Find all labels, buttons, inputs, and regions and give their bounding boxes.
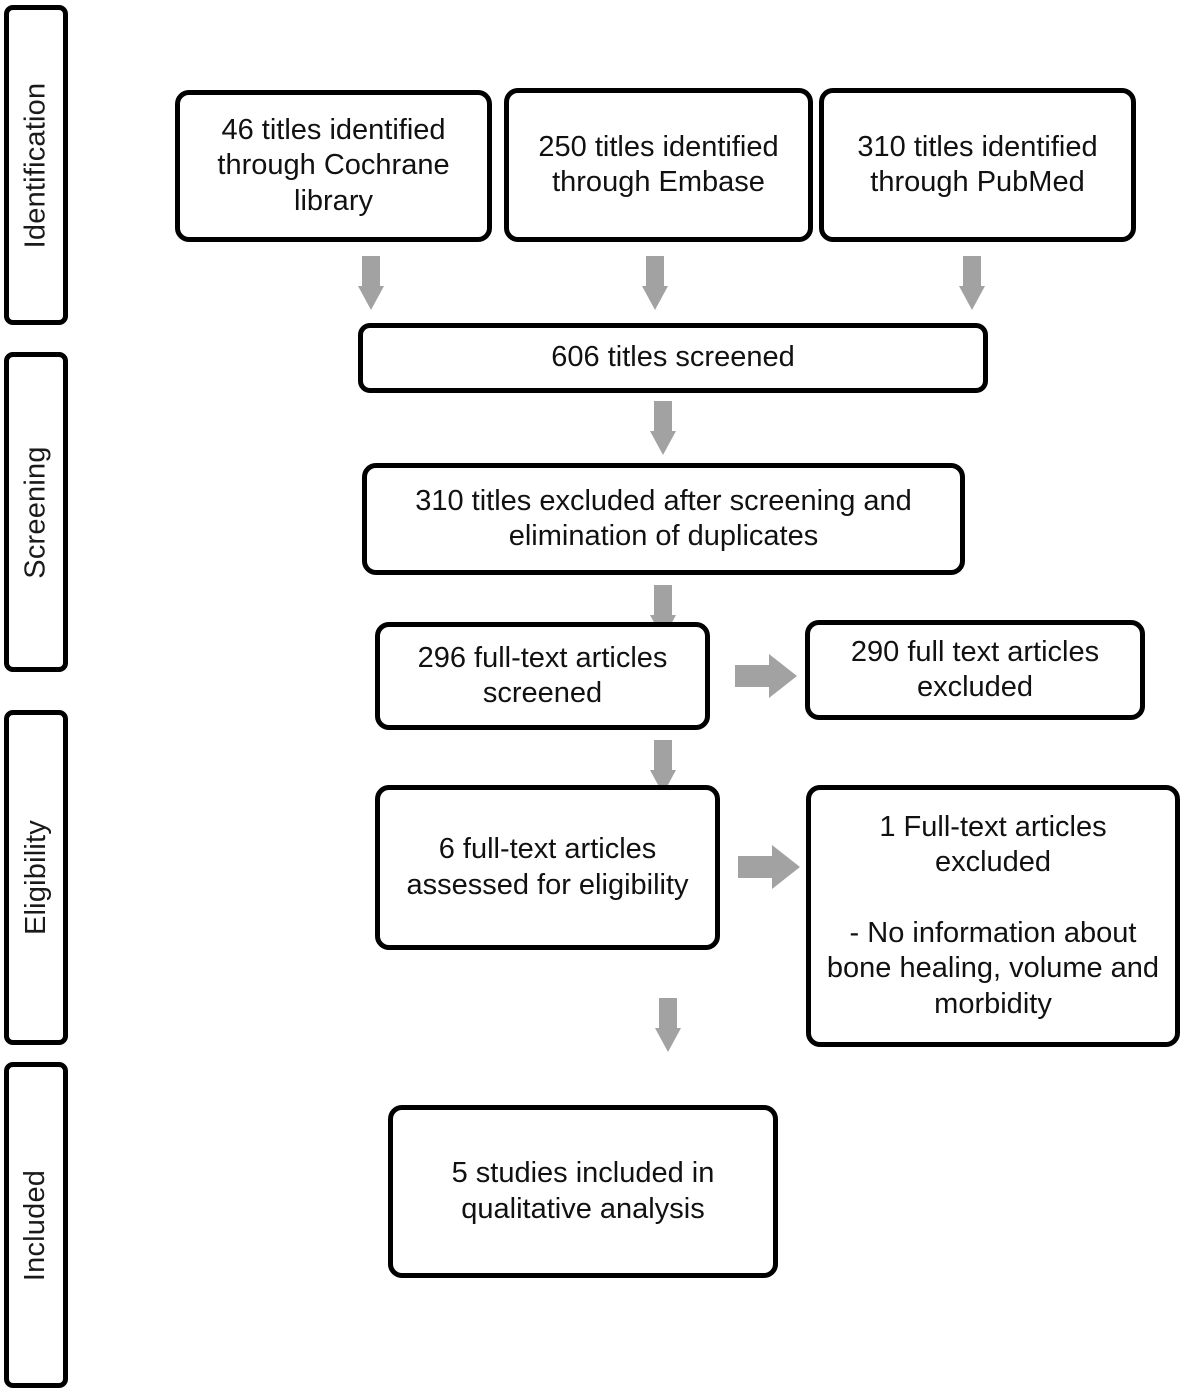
arrow-shaft xyxy=(646,256,664,288)
node-fulltext-excluded-reason-text: 1 Full-text articles excluded - No infor… xyxy=(826,810,1160,1020)
node-titles-screened-text: 606 titles screened xyxy=(551,341,795,374)
node-studies-included-text: 5 studies included in qualitative analys… xyxy=(451,1157,715,1225)
arrow-head xyxy=(769,654,797,698)
arrow-shaft xyxy=(654,740,672,772)
arrow-fulltext-screened-to-excluded xyxy=(735,654,797,698)
stage-label-included: Included xyxy=(19,1169,52,1281)
arrow-screened-to-excluded xyxy=(650,401,676,455)
arrow-head xyxy=(655,1028,681,1052)
arrow-shaft xyxy=(654,585,672,617)
arrow-head xyxy=(772,845,800,889)
arrow-shaft xyxy=(738,856,776,878)
arrow-embase-to-screened xyxy=(642,256,668,310)
arrow-shaft xyxy=(963,256,981,288)
node-source-cochrane-text: 46 titles identified through Cochrane li… xyxy=(217,113,450,217)
node-titles-screened: 606 titles screened xyxy=(358,323,988,393)
node-titles-excluded-text: 310 titles excluded after screening and … xyxy=(415,484,912,552)
arrow-shaft xyxy=(362,256,380,288)
node-source-embase-text: 250 titles identified through Embase xyxy=(538,130,779,198)
stage-box-screening: Screening xyxy=(4,352,68,672)
arrow-head xyxy=(959,286,985,310)
node-source-pubmed: 310 titles identified through PubMed xyxy=(819,88,1136,242)
arrow-head xyxy=(358,286,384,310)
arrow-shaft xyxy=(735,665,773,687)
arrow-pubmed-to-screened xyxy=(959,256,985,310)
stage-box-included: Included xyxy=(4,1062,68,1388)
node-fulltext-assessed-text: 6 full-text articles assessed for eligib… xyxy=(406,833,689,901)
stage-label-screening: Screening xyxy=(19,445,52,579)
arrow-head xyxy=(642,286,668,310)
node-fulltext-excluded-reason: 1 Full-text articles excluded - No infor… xyxy=(806,785,1180,1047)
node-titles-excluded: 310 titles excluded after screening and … xyxy=(362,463,965,575)
node-fulltext-assessed: 6 full-text articles assessed for eligib… xyxy=(375,785,720,950)
node-source-cochrane: 46 titles identified through Cochrane li… xyxy=(175,90,492,242)
node-fulltext-excluded: 290 full text articles excluded xyxy=(805,620,1145,720)
stage-label-identification: Identification xyxy=(19,82,52,248)
arrow-shaft xyxy=(659,998,677,1030)
node-source-embase: 250 titles identified through Embase xyxy=(504,88,813,242)
arrow-assessed-to-included xyxy=(655,998,681,1052)
node-fulltext-excluded-text: 290 full text articles excluded xyxy=(850,635,1100,703)
node-studies-included: 5 studies included in qualitative analys… xyxy=(388,1105,778,1278)
node-fulltext-screened-text: 296 full-text articles screened xyxy=(417,641,668,709)
stage-box-identification: Identification xyxy=(4,5,68,325)
arrow-cochrane-to-screened xyxy=(358,256,384,310)
arrow-head xyxy=(650,431,676,455)
arrow-shaft xyxy=(654,401,672,433)
node-fulltext-screened: 296 full-text articles screened xyxy=(375,622,710,730)
node-source-pubmed-text: 310 titles identified through PubMed xyxy=(857,130,1098,198)
arrow-assessed-to-excluded-reason xyxy=(738,845,800,889)
stage-label-eligibility: Eligibility xyxy=(19,819,52,936)
stage-box-eligibility: Eligibility xyxy=(4,710,68,1045)
